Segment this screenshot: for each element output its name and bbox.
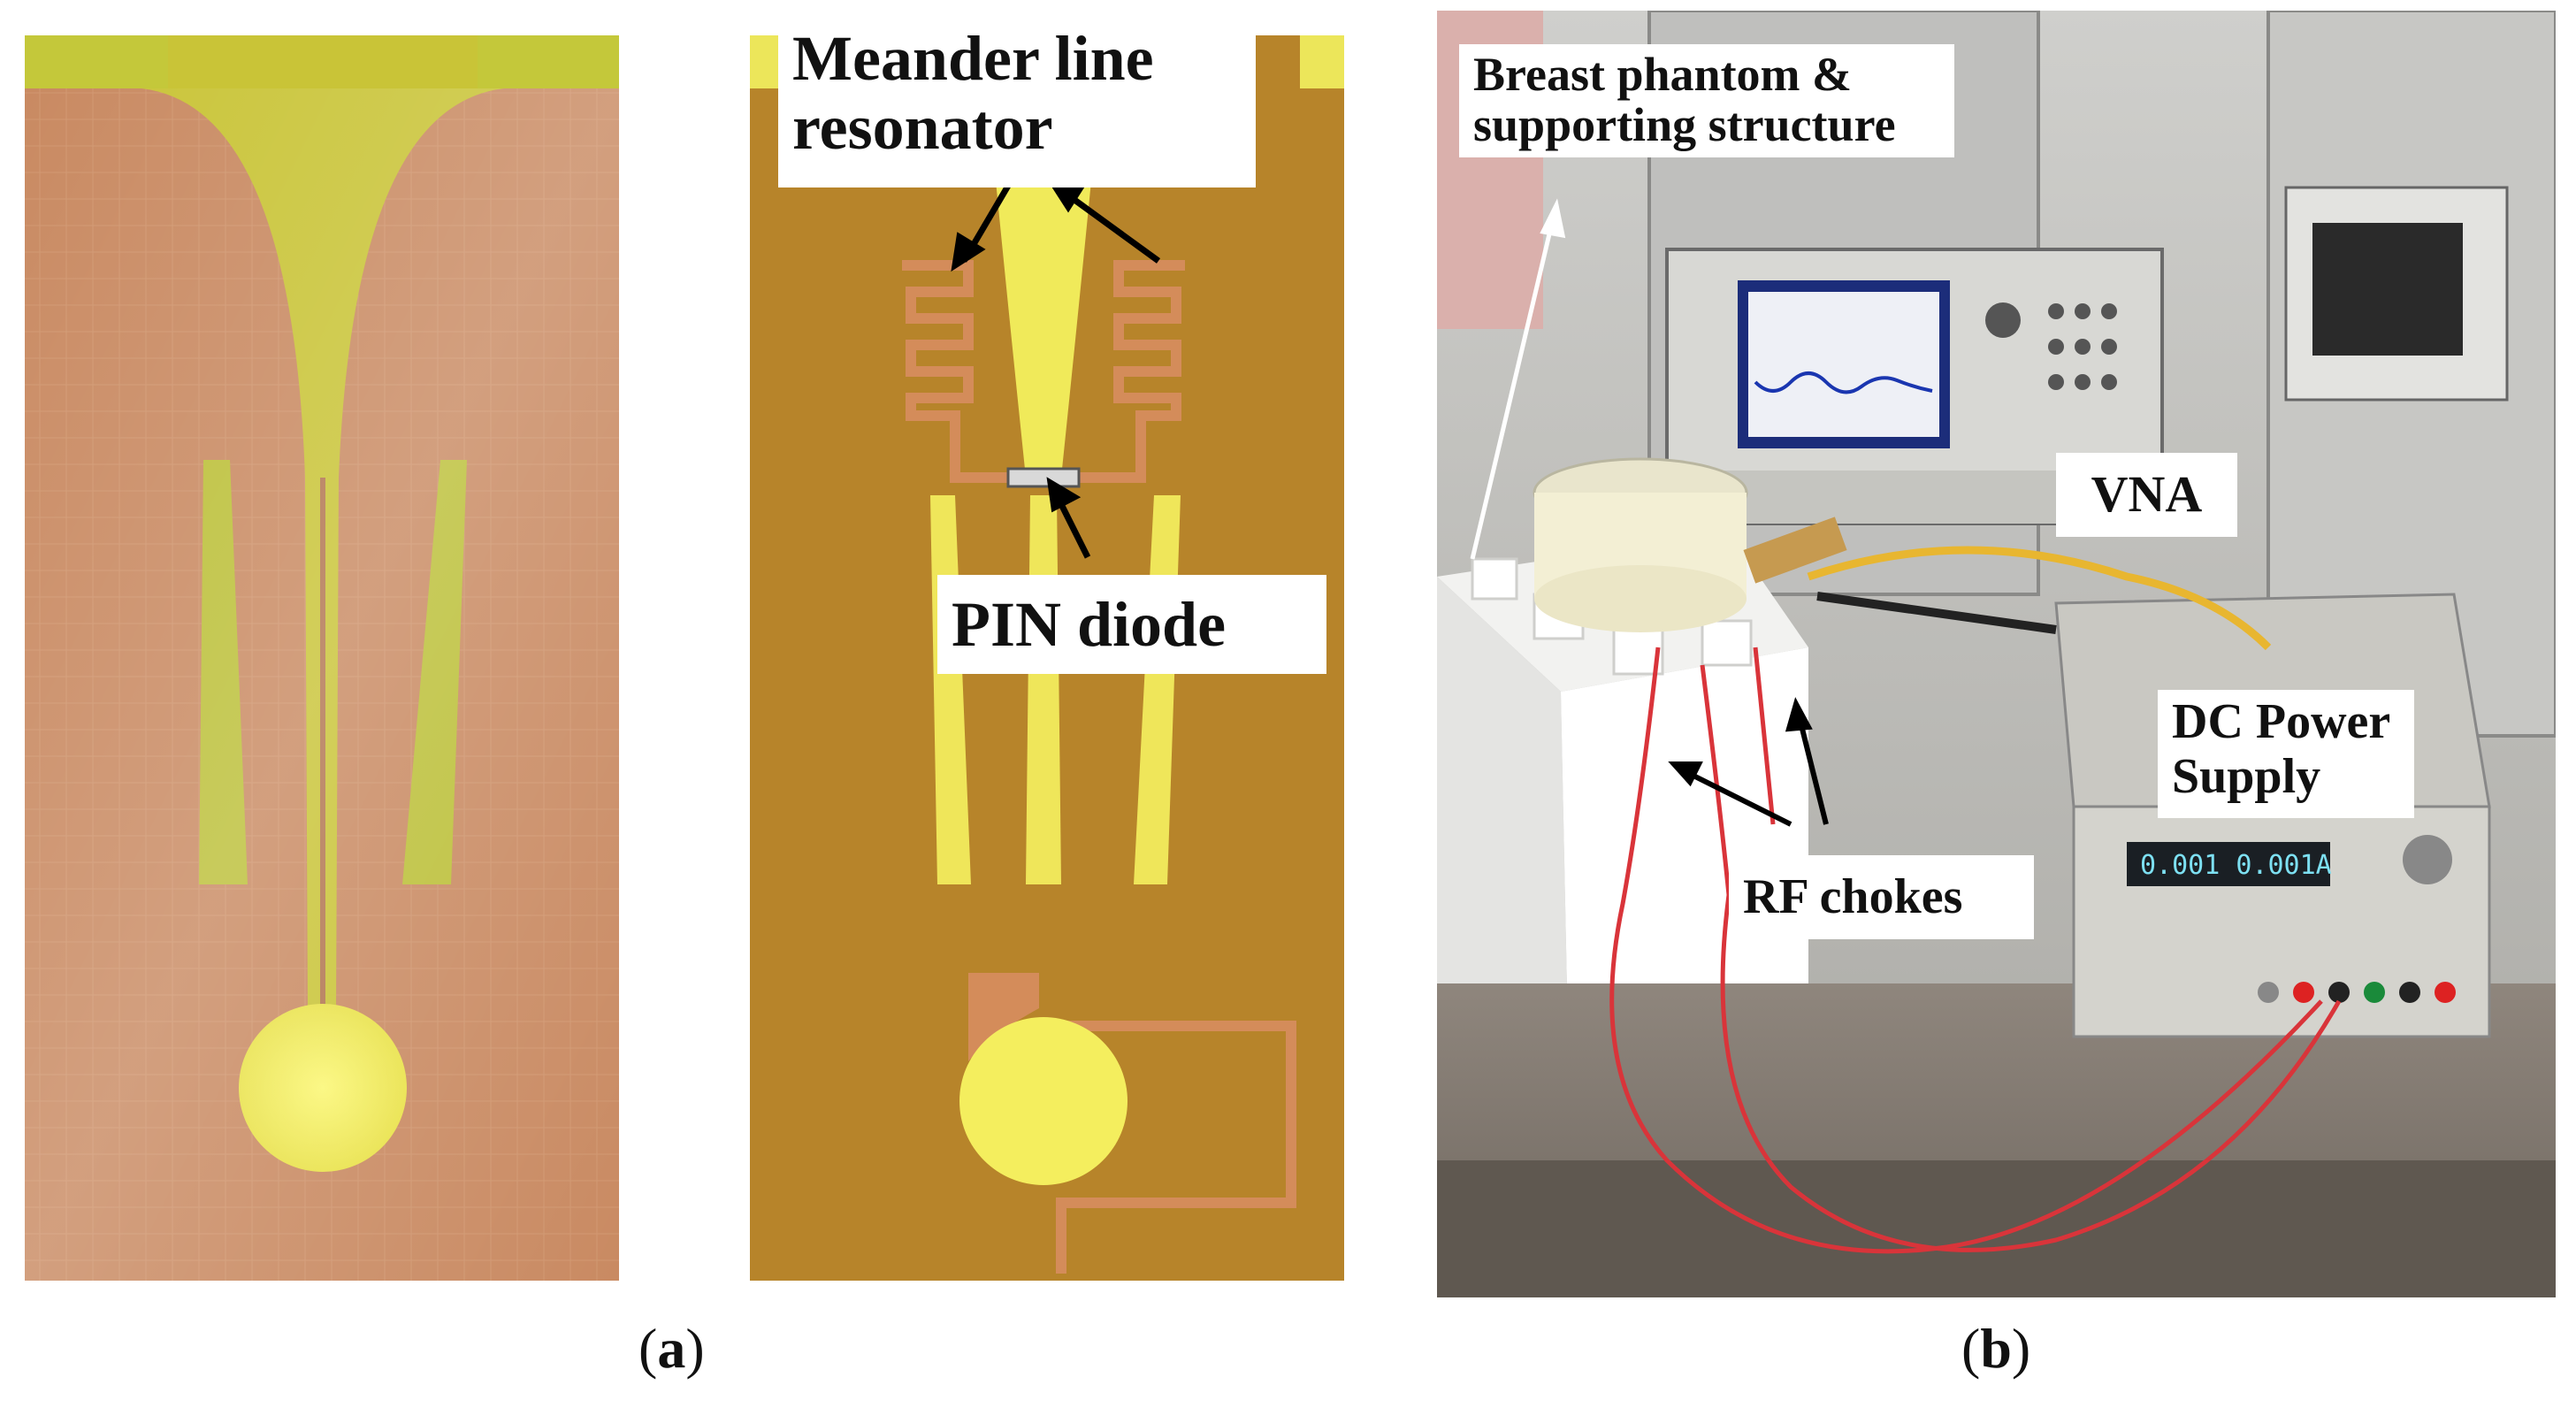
bias-wires xyxy=(1609,647,2342,1254)
rf-chokes-arrows xyxy=(1668,697,1829,827)
label-phantom-2: supporting structure xyxy=(1473,97,1896,151)
label-rf-chokes-text: RF chokes xyxy=(1743,869,1963,924)
caption-b-letter: b xyxy=(1980,1317,2012,1380)
bias-line xyxy=(1030,1021,1296,1274)
meander-resonator-right xyxy=(1079,260,1185,483)
phantom-arrow xyxy=(1470,198,1566,560)
label-dc-1: DC Power xyxy=(2172,694,2391,749)
label-breast-phantom: Breast phantom & supporting structure xyxy=(1459,44,1954,157)
label-meander-line-resonator: Meander line resonator xyxy=(778,19,1256,187)
label-dc-power-supply: DC Power Supply xyxy=(2158,690,2414,818)
label-phantom-1: Breast phantom & xyxy=(1473,48,1853,101)
panel-a-antenna-photos: Meander line resonator PIN diode xyxy=(0,0,1380,1309)
label-dc-2: Supply xyxy=(2172,748,2321,804)
vivaldi-antenna-plain xyxy=(25,35,619,1281)
label-meander-line-2: resonator xyxy=(792,91,1053,163)
label-pin-diode: PIN diode xyxy=(937,575,1326,674)
label-rf-chokes: RF chokes xyxy=(1729,855,2034,939)
dc-power-supply: 0.001 0.001A xyxy=(2054,593,2491,1038)
black-cable xyxy=(1816,592,2057,634)
rf-cable xyxy=(1807,546,2272,651)
psu-display-text: 0.001 0.001A xyxy=(2140,850,2332,881)
caption-b: (b) xyxy=(1961,1317,2031,1380)
label-pin-diode-text: PIN diode xyxy=(952,589,1227,660)
label-vna-text: VNA xyxy=(2091,465,2203,523)
radial-stub xyxy=(968,973,1039,1061)
caption-a-letter: a xyxy=(657,1317,686,1380)
caption-a: (a) xyxy=(638,1317,705,1380)
label-meander-line-1: Meander line xyxy=(792,23,1154,94)
pin-diode xyxy=(1006,467,1081,488)
annotation-arrows-a xyxy=(951,178,1161,559)
circular-pad-b xyxy=(959,1017,1127,1185)
meander-resonator-left xyxy=(902,260,1008,483)
psu-display xyxy=(2127,842,2330,886)
label-vna: VNA xyxy=(2056,453,2237,537)
antenna-under-test xyxy=(1743,517,1847,584)
panel-b-setup-photo: 0.001 0.001A B xyxy=(1437,11,2556,1297)
setup-photo-svg: 0.001 0.001A xyxy=(1437,11,2556,1297)
